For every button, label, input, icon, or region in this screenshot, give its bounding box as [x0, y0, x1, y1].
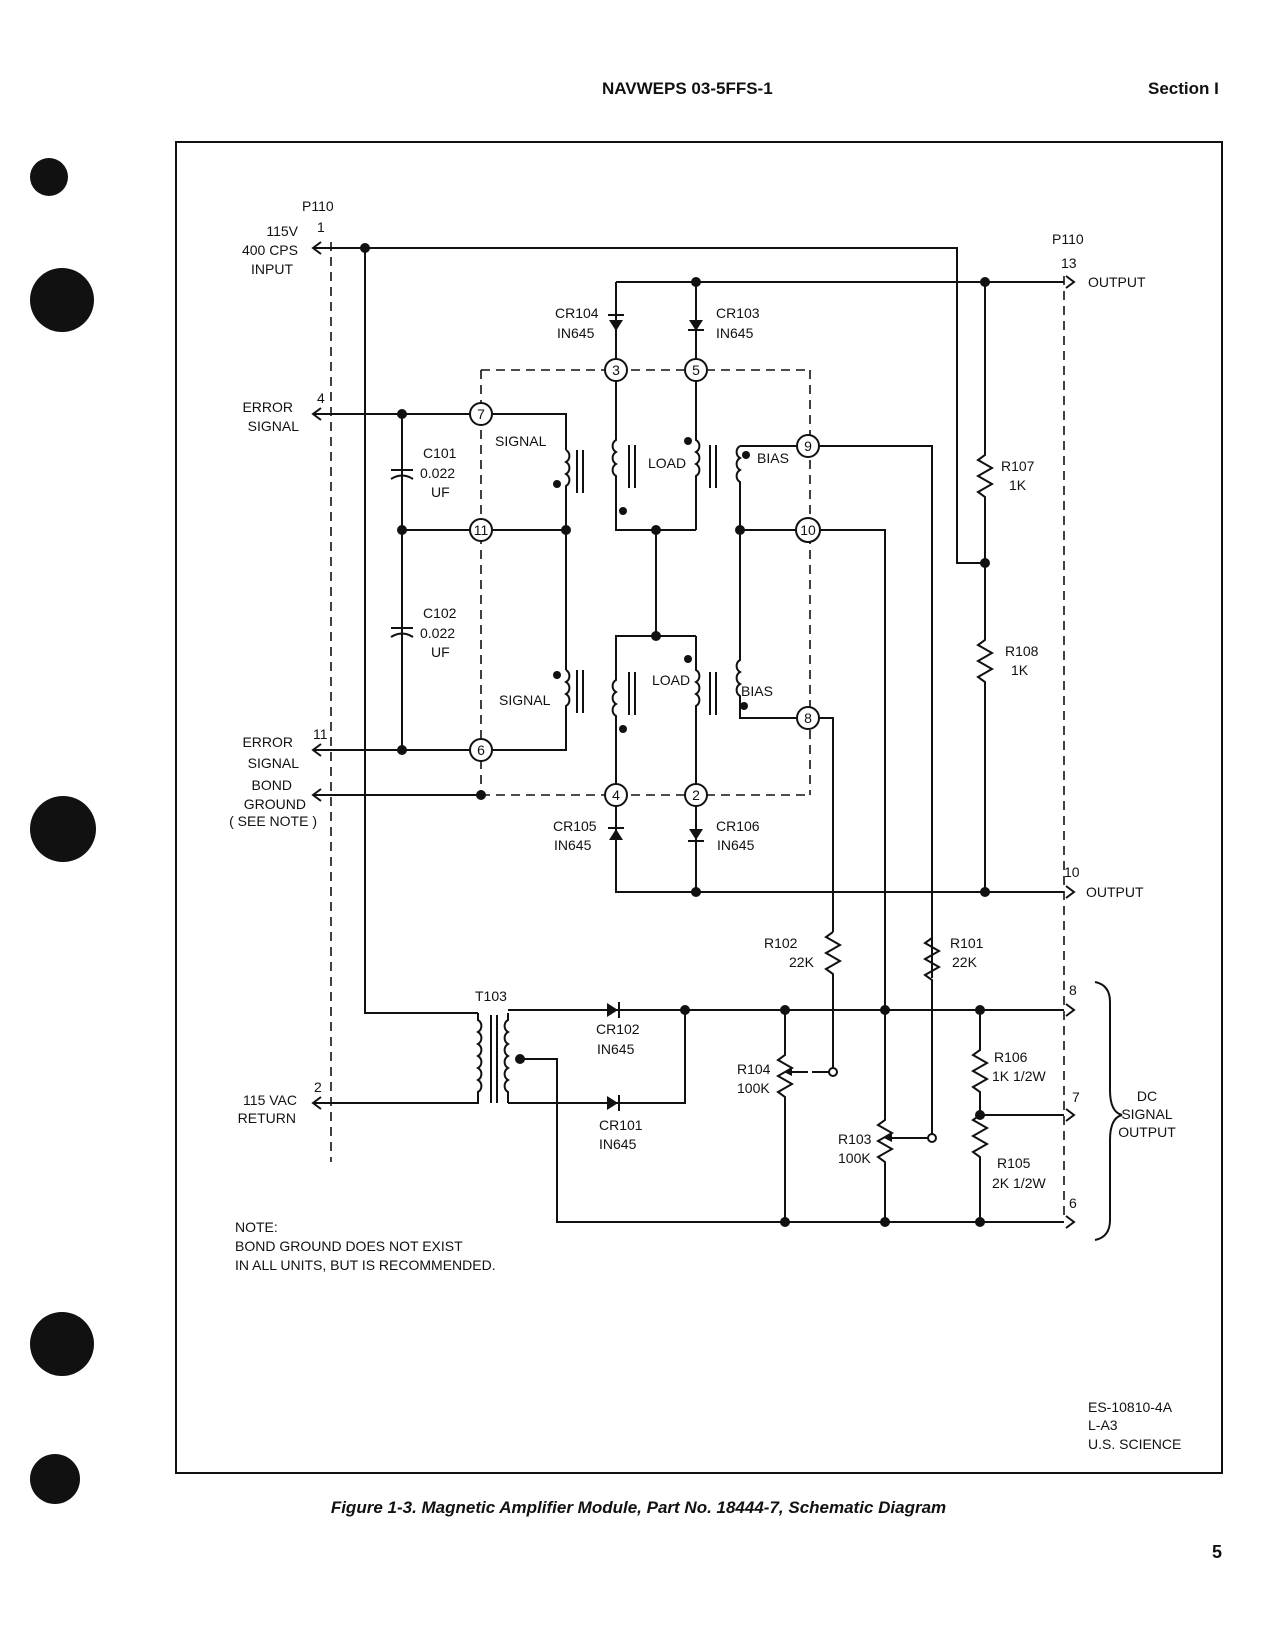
drawing-ref: L-A3 — [1088, 1417, 1118, 1433]
input-label: 400 CPS — [242, 242, 298, 258]
input-label: INPUT — [251, 261, 293, 277]
node-4: 4 — [612, 787, 620, 803]
node-10: 10 — [800, 522, 816, 538]
drawing-ref: U.S. SCIENCE — [1088, 1436, 1181, 1452]
error-signal-bottom-label: ERROR — [242, 734, 293, 750]
pin-4-label: 4 — [317, 390, 325, 406]
return-label: 115 VAC — [243, 1092, 297, 1108]
pin-6-label: 6 — [1069, 1195, 1077, 1211]
node-3: 3 — [612, 362, 620, 378]
binder-hole — [30, 158, 68, 196]
cr105-value: IN645 — [554, 837, 592, 853]
p110-left-label: P110 — [302, 198, 334, 214]
pin-13-label: 13 — [1061, 255, 1077, 271]
bias-top-label: BIAS — [757, 450, 789, 466]
pin-7-label: 7 — [1072, 1089, 1080, 1105]
node-9: 9 — [804, 438, 812, 454]
binder-hole — [30, 268, 94, 332]
cr101-label: CR101 — [599, 1117, 643, 1133]
output-bottom-label: OUTPUT — [1086, 884, 1144, 900]
cr102-label: CR102 — [596, 1021, 640, 1037]
signal-top-label: SIGNAL — [495, 433, 547, 449]
r106-value: 1K 1/2W — [992, 1068, 1046, 1084]
figure-frame — [175, 141, 1223, 1474]
p110-right-label: P110 — [1052, 231, 1084, 247]
t103-label: T103 — [475, 988, 507, 1004]
note-line: BOND GROUND DOES NOT EXIST — [235, 1238, 463, 1254]
binder-hole — [30, 1312, 94, 1376]
node-2: 2 — [692, 787, 700, 803]
node-6: 6 — [477, 742, 485, 758]
error-signal-top-label: ERROR — [242, 399, 293, 415]
page-number: 5 — [1211, 1542, 1222, 1562]
c102-label: C102 — [423, 605, 457, 621]
output-top-label: OUTPUT — [1088, 274, 1146, 290]
node-7: 7 — [477, 406, 485, 422]
r101-value: 22K — [952, 954, 978, 970]
cr106-label: CR106 — [716, 818, 760, 834]
r104-value: 100K — [737, 1080, 770, 1096]
load-top-label: LOAD — [648, 455, 686, 471]
r108-value: 1K — [1011, 662, 1029, 678]
document-number: NAVWEPS 03-5FFS-1 — [602, 79, 773, 98]
c102-value: 0.022 — [420, 625, 455, 641]
pin-8-label: 8 — [1069, 982, 1077, 998]
pin-1-label: 1 — [317, 219, 325, 235]
r103-value: 100K — [838, 1150, 871, 1166]
cr105-label: CR105 — [553, 818, 597, 834]
binder-hole — [30, 1454, 80, 1504]
cr106-value: IN645 — [717, 837, 755, 853]
r107-label: R107 — [1001, 458, 1035, 474]
node-11: 11 — [474, 522, 489, 538]
error-signal-top-label: SIGNAL — [248, 418, 300, 434]
node-8: 8 — [804, 710, 812, 726]
pin-2-label: 2 — [314, 1079, 322, 1095]
c101-label: C101 — [423, 445, 457, 461]
load-bottom-label: LOAD — [652, 672, 690, 688]
signal-bottom-label: SIGNAL — [499, 692, 551, 708]
dc-signal-output-label: OUTPUT — [1118, 1124, 1176, 1140]
bond-ground-label: BOND — [252, 777, 292, 793]
cr102-value: IN645 — [597, 1041, 635, 1057]
bias-bottom-label: BIAS — [741, 683, 773, 699]
cr101-value: IN645 — [599, 1136, 637, 1152]
r107-value: 1K — [1009, 477, 1027, 493]
cr103-value: IN645 — [716, 325, 754, 341]
c101-unit: UF — [431, 484, 450, 500]
drawing-ref: ES-10810-4A — [1088, 1399, 1173, 1415]
section-label: Section I — [1148, 79, 1219, 98]
r105-value: 2K 1/2W — [992, 1175, 1046, 1191]
note-title: NOTE: — [235, 1219, 278, 1235]
r106-label: R106 — [994, 1049, 1028, 1065]
binder-hole — [30, 796, 96, 862]
input-label: 115V — [266, 223, 298, 239]
r105-label: R105 — [997, 1155, 1031, 1171]
figure-caption: Figure 1-3. Magnetic Amplifier Module, P… — [330, 1498, 947, 1517]
dc-signal-output-label: SIGNAL — [1121, 1106, 1173, 1122]
r102-label: R102 — [764, 935, 798, 951]
pin-11-label: 11 — [313, 726, 328, 742]
cr103-label: CR103 — [716, 305, 760, 321]
note-line: IN ALL UNITS, BUT IS RECOMMENDED. — [235, 1257, 496, 1273]
error-signal-bottom-label: SIGNAL — [248, 755, 300, 771]
node-5: 5 — [692, 362, 700, 378]
r102-value: 22K — [789, 954, 815, 970]
bond-ground-label: ( SEE NOTE ) — [229, 813, 317, 829]
c101-value: 0.022 — [420, 465, 455, 481]
c102-unit: UF — [431, 644, 450, 660]
pin-10-label: 10 — [1064, 864, 1080, 880]
r108-label: R108 — [1005, 643, 1039, 659]
r101-label: R101 — [950, 935, 984, 951]
bond-ground-label: GROUND — [244, 796, 306, 812]
return-label: RETURN — [238, 1110, 296, 1126]
dc-signal-output-label: DC — [1137, 1088, 1157, 1104]
cr104-label: CR104 — [555, 305, 599, 321]
cr104-value: IN645 — [557, 325, 595, 341]
r103-label: R103 — [838, 1131, 872, 1147]
r104-label: R104 — [737, 1061, 771, 1077]
